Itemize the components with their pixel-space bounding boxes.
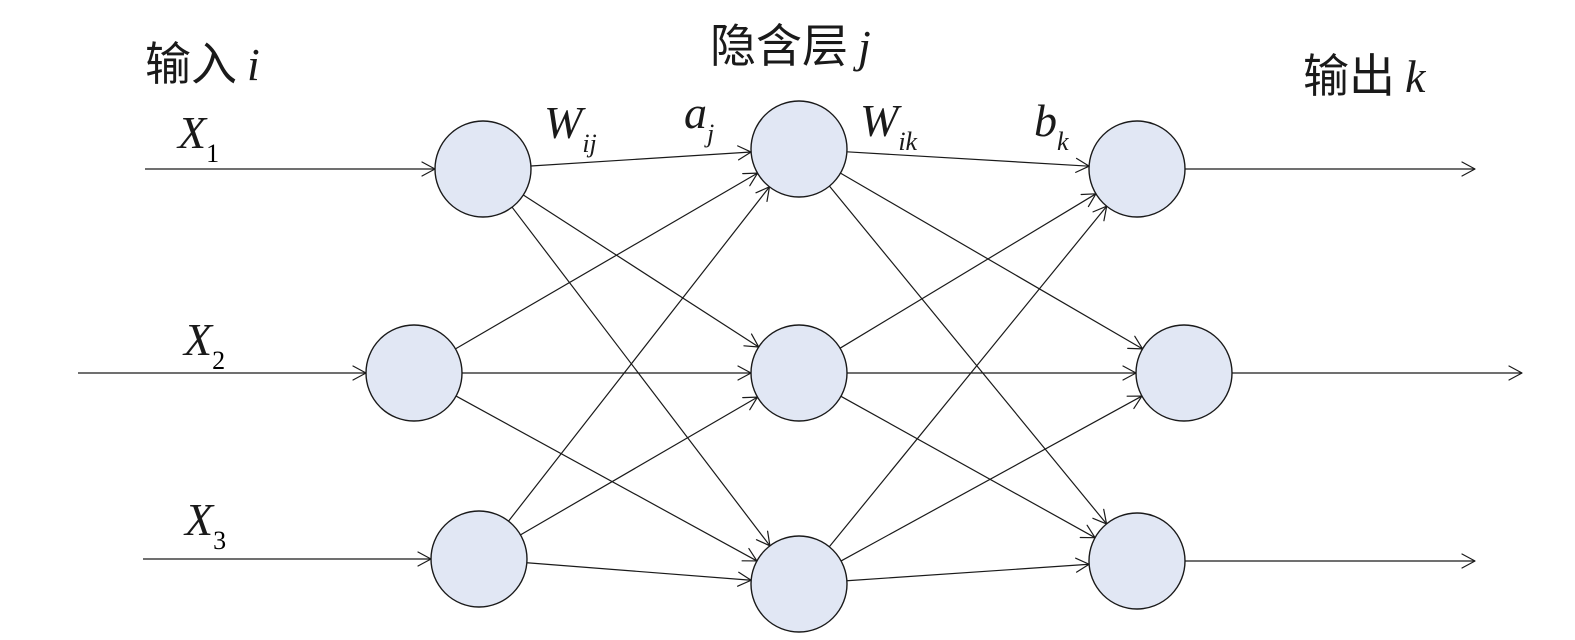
input-label-x1: X1 (176, 107, 219, 168)
hidden-node-2 (750, 324, 848, 422)
input-label-x2: X2 (182, 314, 225, 375)
input-node-1 (434, 120, 532, 218)
output-layer (1088, 120, 1233, 610)
edge-hidden-3-output-1 (828, 205, 1108, 548)
input-node-3 (430, 510, 528, 608)
edge-input-3-hidden-3 (526, 562, 752, 581)
edge-input-3-hidden-2 (520, 396, 758, 536)
output-node-2 (1135, 324, 1233, 422)
edge-input-1-hidden-1 (530, 151, 752, 167)
input-label-x3: X3 (183, 494, 226, 555)
connections (78, 145, 1523, 587)
edge-hidden-2-output-1 (839, 193, 1097, 349)
edge-hidden-1-output-2 (840, 172, 1143, 350)
output-arrow-2-arrowhead (1508, 365, 1523, 381)
edge-input-2-hidden-3 (455, 395, 758, 562)
hidden-node-1 (750, 100, 848, 198)
weight-label-wij: Wij (544, 97, 597, 158)
edge-input-3-hidden-1 (508, 186, 770, 522)
output-arrow-3-arrowhead (1461, 553, 1476, 569)
edge-hidden-3-output-3 (846, 563, 1090, 582)
output-node-1 (1088, 120, 1186, 218)
output-arrow-1-arrowhead (1461, 161, 1476, 177)
bias-label-bk: bk (1034, 95, 1069, 156)
input-node-2 (365, 324, 463, 422)
edge-hidden-1-output-1 (846, 151, 1090, 167)
activation-label-aj: aj (684, 87, 714, 148)
input-layer (365, 120, 532, 608)
edge-hidden-1-output-3 (828, 185, 1108, 525)
hidden-node-3 (750, 535, 848, 633)
edge-hidden-3-output-2 (840, 395, 1143, 562)
edge-input-1-hidden-2 (523, 194, 759, 348)
edge-hidden-2-output-3 (840, 395, 1096, 539)
hidden-layer (750, 100, 848, 633)
output-node-3 (1088, 512, 1186, 610)
edge-input-2-hidden-1 (455, 172, 758, 350)
weight-label-wik: Wik (860, 95, 918, 156)
edge-input-1-hidden-3 (511, 206, 771, 547)
